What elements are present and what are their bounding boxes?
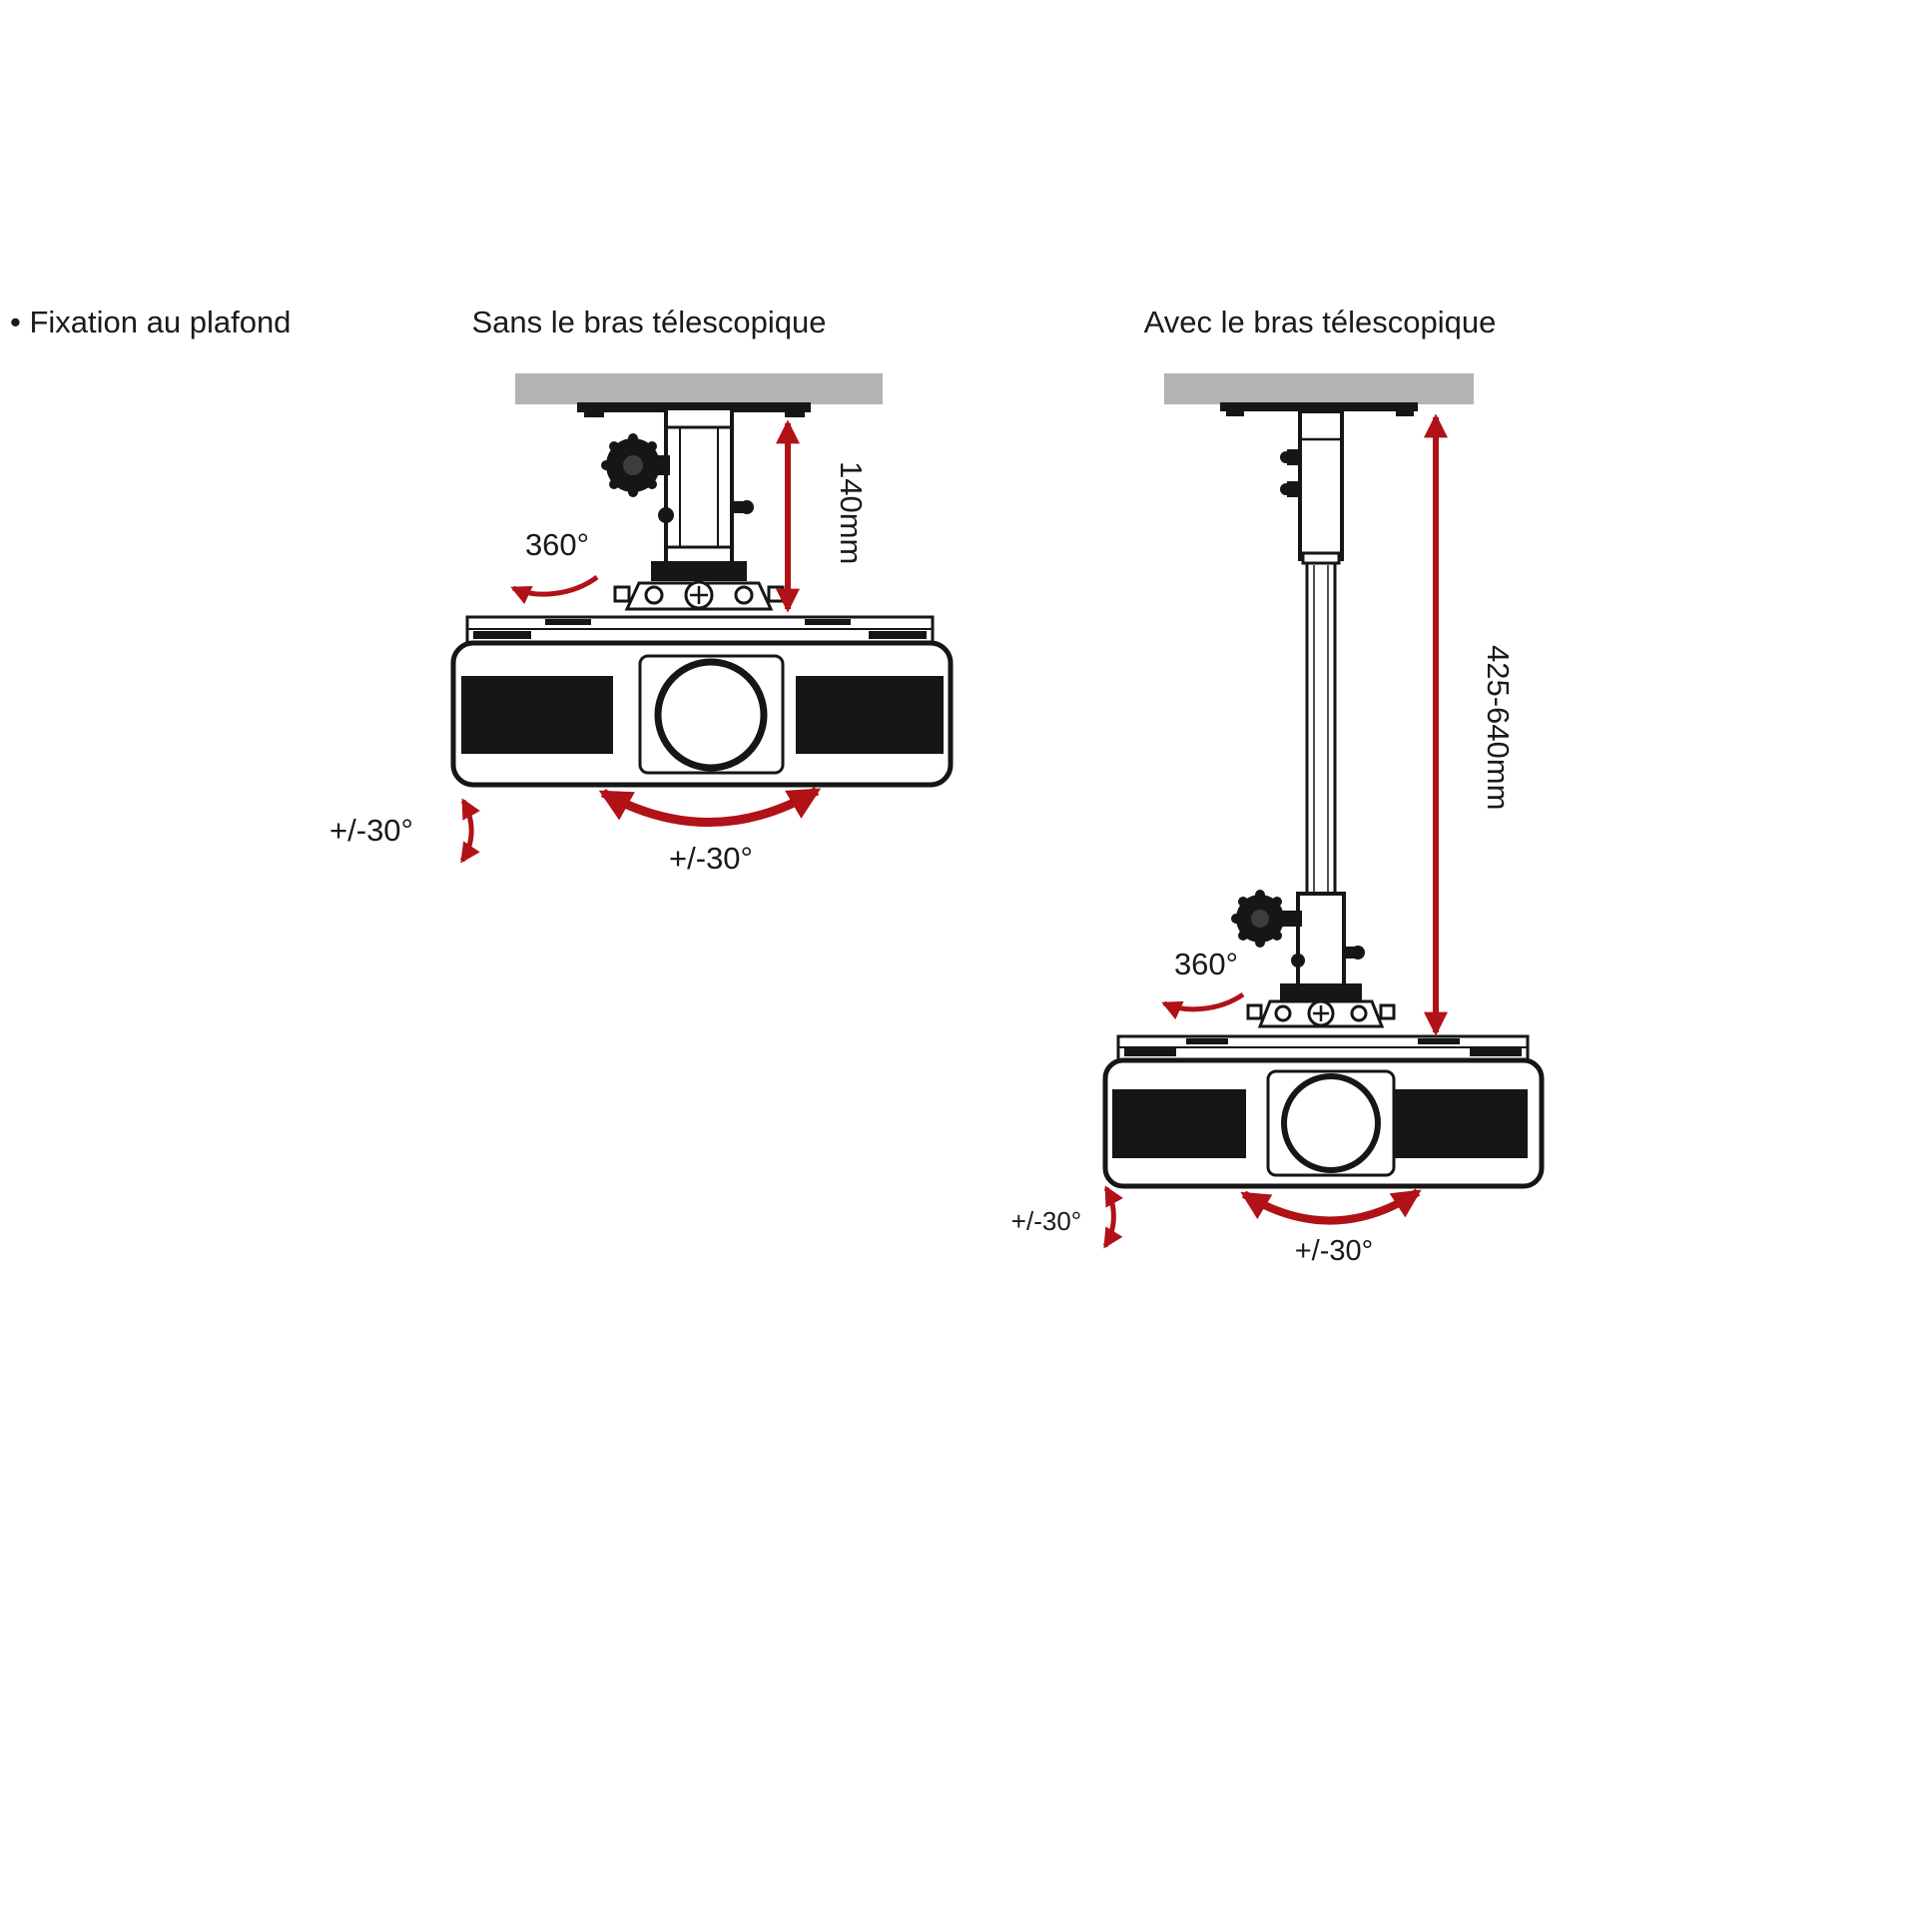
height-dimension-arrow: 140mm: [776, 419, 869, 613]
rotation-arrow: [510, 574, 599, 605]
rotation-360: 360°: [1161, 947, 1245, 1020]
rotation-360: 360°: [510, 527, 599, 605]
projector-vent-left: [1112, 1089, 1246, 1158]
adjustment-knob: [601, 433, 670, 497]
tilt-bottom-arrow: [1240, 1188, 1422, 1225]
telescopic-inner-pole: [1305, 561, 1337, 896]
rotation-label: 360°: [1174, 947, 1238, 981]
tilt-side-label: +/-30°: [329, 813, 413, 848]
height-dimension-label: 140mm: [834, 461, 869, 564]
tilt-side-label: +/-30°: [1011, 1206, 1081, 1236]
projector-vent-left: [461, 676, 613, 754]
diagram-without-arm: Sans le bras télescopique: [329, 305, 954, 876]
diagram-title-with-arm: Avec le bras télescopique: [1144, 305, 1497, 339]
projector-mount-plate: [1116, 1034, 1530, 1062]
diagram-with-arm: Avec le bras télescopique: [1011, 305, 1545, 1267]
projector-body: [1102, 1057, 1545, 1189]
section-label-fixation: • Fixation au plafond: [10, 305, 291, 339]
height-dimension-arrow: 425-640mm: [1424, 413, 1516, 1036]
tilt-side-arrow: [1102, 1185, 1123, 1249]
mount-column: [658, 406, 754, 568]
tilt-side: +/-30°: [329, 798, 480, 864]
tilt-bottom-arrow: [598, 787, 822, 827]
rotation-label: 360°: [525, 527, 589, 562]
projector-vent-right: [1394, 1089, 1528, 1158]
diagram-title-without-arm: Sans le bras télescopique: [471, 305, 826, 339]
projector-body: [450, 640, 954, 788]
projector-lens: [654, 658, 768, 772]
tilt-bottom: +/-30°: [598, 787, 822, 876]
tilt-bottom: +/-30°: [1240, 1188, 1422, 1267]
height-dimension-label: 425-640mm: [1481, 645, 1516, 810]
ball-joint-bracket: [613, 561, 785, 611]
rotation-arrow: [1161, 991, 1245, 1020]
projector-mount-plate: [465, 615, 935, 645]
lower-knob-joint: [1231, 890, 1365, 987]
tilt-bottom-label: +/-30°: [1295, 1235, 1374, 1267]
ball-joint-bracket: [1246, 983, 1396, 1028]
projector-lens: [1281, 1073, 1381, 1173]
ceiling-plate: [1164, 373, 1474, 416]
projector-vent-right: [796, 676, 944, 754]
tilt-side-arrow: [459, 798, 480, 864]
tilt-bottom-label: +/-30°: [669, 841, 753, 876]
telescopic-arm: [1280, 409, 1344, 896]
tilt-side: +/-30°: [1011, 1185, 1123, 1249]
